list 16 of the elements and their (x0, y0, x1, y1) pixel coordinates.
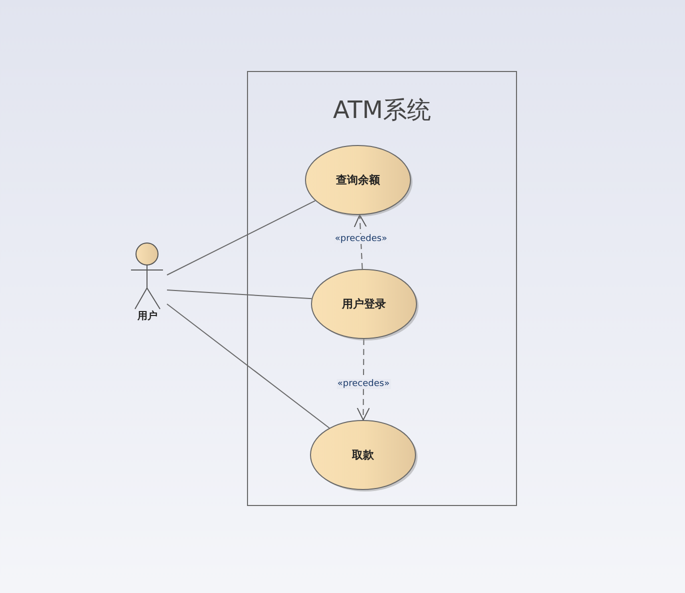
system-boundary (247, 71, 517, 506)
actor-label: 用户 (136, 309, 158, 323)
dependency-arrow (356, 338, 370, 420)
edge-label: «precedes» (334, 234, 388, 244)
use-case-label: 用户登录 (340, 296, 387, 312)
use-case-ellipse (310, 420, 416, 490)
edge-label: «precedes» (336, 378, 391, 389)
association-line (166, 200, 316, 276)
system-title: ATM系统 (332, 95, 432, 126)
use-case-label: 取款 (350, 448, 375, 462)
association-line (166, 304, 330, 428)
dependency-arrow (354, 214, 367, 270)
use-case-ellipse (311, 269, 417, 339)
association-line (166, 290, 312, 300)
use-case-label: 查询余额 (335, 172, 381, 188)
use-case-ellipse (305, 145, 411, 215)
